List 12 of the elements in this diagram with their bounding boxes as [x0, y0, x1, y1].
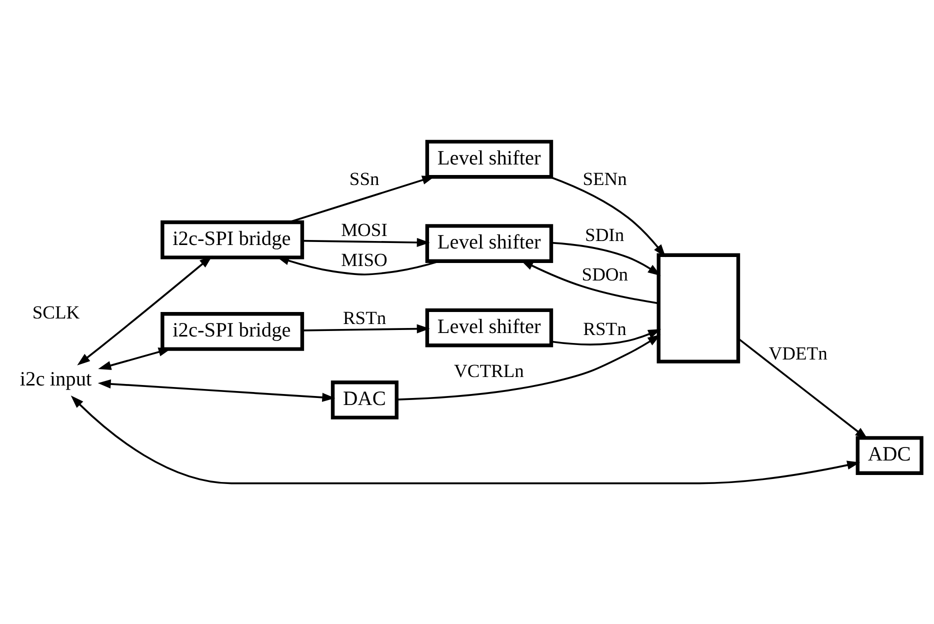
edge-label: SSn	[349, 170, 380, 190]
edge-label: MOSI	[341, 220, 388, 241]
edge-label: VDETn	[768, 344, 828, 364]
edge-label: SENn	[582, 170, 627, 190]
label: SCLK	[32, 303, 80, 324]
edge-label: RSTn	[342, 308, 386, 329]
edge-label: SDOn	[582, 265, 628, 286]
edge-label: RSTn	[583, 320, 626, 340]
edge-label: MISO	[341, 250, 388, 270]
node-text: i2c input	[20, 368, 92, 390]
edge-label: VCTRLn	[454, 361, 524, 382]
edge-label: SDIn	[585, 225, 624, 246]
